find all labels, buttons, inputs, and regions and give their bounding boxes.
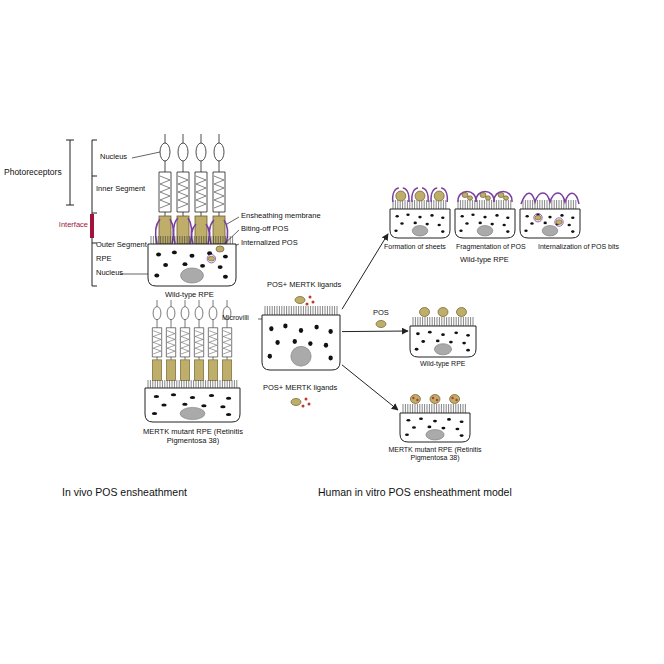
text-label: Outer Segment [96, 241, 147, 250]
cell-caption: Fragmentation of POS [456, 243, 526, 251]
rpe-cell-node: Fragmentation of POS [455, 186, 515, 238]
text-label: Photoreceptors [4, 168, 62, 178]
rpe-cell-node: Wild-type RPE [410, 305, 476, 357]
arrow-connector [342, 234, 388, 309]
rpe-cell-node: Microvilli [262, 306, 340, 370]
arrow-connector [342, 365, 398, 410]
rpe-cell-node: Formation of sheets [390, 186, 450, 238]
rpe-cell-drawing [262, 306, 340, 370]
text-label: Interface [28, 221, 88, 230]
rpe-cell-node: MERTK mutant RPE (Retinitis Pigmentosa 3… [400, 392, 470, 442]
text-label: Inner Segment [96, 185, 145, 194]
text-label: Nucleus [96, 269, 123, 278]
cell-caption: Wild-type RPE [420, 360, 466, 368]
rpe-cell-node: Internalization of POS bits [520, 186, 580, 238]
text-label: Wild-type RPE [460, 256, 509, 265]
text-label: In vivo POS ensheathment [62, 486, 187, 498]
edge-label: POS [372, 309, 390, 318]
cell-caption: MERTK mutant RPE (Retinitis Pigmentosa 3… [383, 446, 487, 462]
rpe-cell-drawing [400, 392, 470, 442]
text-label: Ensheathing membrane [241, 212, 321, 221]
rpe-cell-drawing [410, 305, 476, 357]
edge-label: POS+ MERTK ligands [262, 384, 338, 393]
cell-caption: Formation of sheets [384, 243, 446, 251]
rpe-cell-drawing [520, 186, 580, 238]
arrow-connector [342, 331, 408, 333]
text-label: Nucleus [100, 153, 127, 162]
edge-label: POS+ MERTK ligands [266, 281, 342, 290]
text-label: MERTK mutant RPE (Retinitis Pigmentosa 3… [138, 428, 248, 445]
text-label: Internalized POS [241, 239, 298, 248]
leader-label: Microvilli [222, 314, 249, 322]
cell-caption: Internalization of POS bits [538, 243, 619, 251]
text-label: RPE [96, 255, 111, 264]
rpe-cell-drawing [455, 186, 515, 238]
text-label: Human in vitro POS ensheathment model [318, 486, 512, 498]
text-label: Wild-type RPE [165, 291, 214, 300]
rpe-cell-drawing [390, 186, 450, 238]
text-label: Biting-off POS [241, 225, 288, 234]
